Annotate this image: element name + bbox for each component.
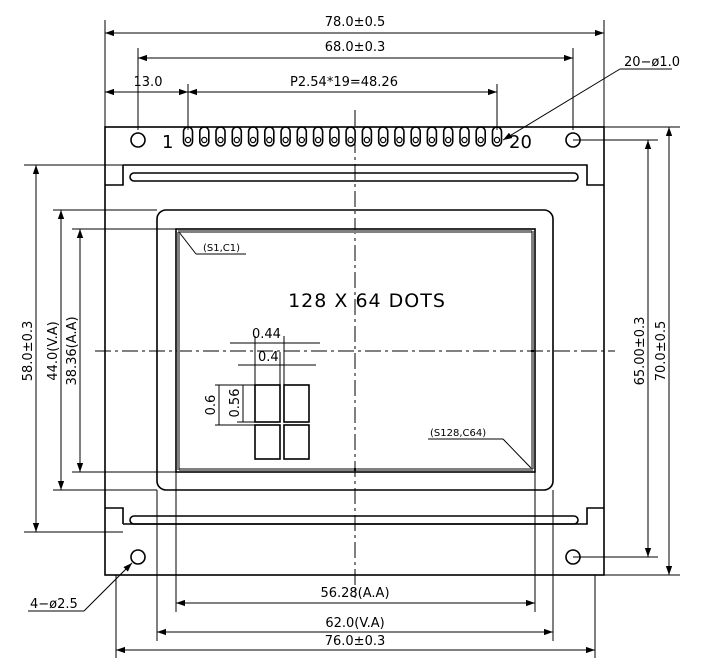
pin-pitch-label: P2.54*19=48.26: [290, 75, 398, 90]
pin-hole-17: [445, 136, 452, 144]
dot-pitch-h-label: 0.44: [252, 327, 281, 342]
pin-hole-5: [249, 136, 257, 144]
pin-pad-18: [459, 126, 470, 147]
pin-hole-8: [298, 136, 305, 144]
pin-hole-leader: [502, 68, 621, 141]
pin-pad-9: [312, 126, 324, 147]
top-bezel-slot: [129, 172, 579, 182]
pin-hole-9: [314, 136, 322, 144]
pin-hole-14: [396, 136, 403, 144]
viewing-area: [156, 209, 554, 491]
pin1-offset-label: 13.0: [134, 75, 163, 90]
overall-height-label: 70.0±0.5: [654, 321, 669, 382]
bezel-outline: [105, 164, 604, 525]
pin-hole-16: [428, 136, 436, 144]
mount-hole-top-left: [130, 132, 146, 148]
pin-pad-10: [329, 126, 340, 147]
resolution-label: 128 X 64 DOTS: [288, 290, 446, 312]
pin-pad-6: [263, 126, 275, 147]
hole-spacing-width-label: 68.0±0.3: [325, 40, 386, 55]
mount-hole-bottom-left: [130, 549, 146, 565]
dot-size-v-label: 0.56: [228, 389, 243, 418]
pin-pad-12: [361, 126, 373, 147]
pin-hole-12: [363, 136, 371, 144]
dot-pitch-v-label: 0.6: [204, 395, 219, 416]
pin-pad-19: [475, 126, 487, 147]
pin-hole-6: [266, 136, 273, 144]
pin-pad-4: [231, 126, 243, 147]
pin-hole-1: [184, 136, 192, 144]
first-dot-label: (S1,C1): [203, 243, 240, 254]
pcb-outline: [104, 126, 605, 576]
pin-pad-3: [215, 126, 226, 147]
dot-size-h-label: 0.4: [258, 350, 279, 365]
pin-hole-19: [477, 136, 484, 144]
bottom-bezel-slot: [129, 515, 579, 525]
pin-pad-8: [296, 126, 308, 147]
pin-pad-5: [247, 126, 259, 147]
dot-top-right: [283, 384, 310, 423]
overall-width-label: 78.0±0.5: [325, 15, 386, 30]
last-dot-label: (S128,C64): [430, 428, 486, 439]
dot-bottom-left: [254, 424, 281, 460]
pin-hole-10: [331, 136, 338, 144]
dot-top-left: [254, 384, 281, 423]
pin-pad-15: [410, 126, 422, 147]
va-width-label: 62.0(V.A): [325, 616, 384, 631]
pin-hole-18: [461, 136, 468, 144]
dot-bottom-right: [283, 424, 310, 460]
first-dot-leader: [178, 231, 197, 255]
pin-row: [182, 126, 503, 147]
pin-pad-7: [280, 126, 291, 147]
pin-last-label: 20: [509, 132, 532, 153]
mount-hole-leader: [83, 562, 133, 612]
pin-hole-15: [412, 136, 419, 144]
pin-hole-2: [201, 136, 208, 144]
hole-spacing-height-label: 65.00±0.3: [633, 317, 648, 386]
aa-height-label: 38.36(A.A): [65, 316, 80, 385]
pin-hole-7: [282, 136, 289, 144]
pin-hole-20: [493, 136, 501, 144]
active-area-dot-border: [177, 230, 534, 471]
aa-width-label: 56.28(A.A): [320, 586, 389, 601]
pin-pad-16: [426, 126, 438, 147]
last-dot-leader: [502, 438, 532, 469]
bezel-width-label: 76.0±0.3: [325, 634, 386, 649]
dot-detail: 0.44 0.4 0.6 0.56: [204, 327, 320, 460]
pin-pad-17: [442, 126, 454, 147]
pin-hole-3: [217, 136, 224, 144]
pin-hole-13: [380, 136, 387, 144]
pin-pad-2: [199, 126, 210, 147]
pin-pad-11: [345, 126, 356, 147]
pin-hole-4: [233, 136, 240, 144]
pcb-height-label: 58.0±0.3: [21, 321, 36, 382]
pin-first-label: 1: [162, 132, 173, 153]
va-height-label: 44.0(V.A): [46, 321, 61, 380]
pin-hole-11: [347, 136, 354, 144]
active-area: [175, 228, 536, 473]
pin-hole-callout: 20−ø1.0: [624, 55, 680, 70]
pin-pad-13: [377, 126, 389, 147]
pin-pad-14: [394, 126, 405, 147]
mount-hole-callout: 4−ø2.5: [30, 597, 78, 612]
